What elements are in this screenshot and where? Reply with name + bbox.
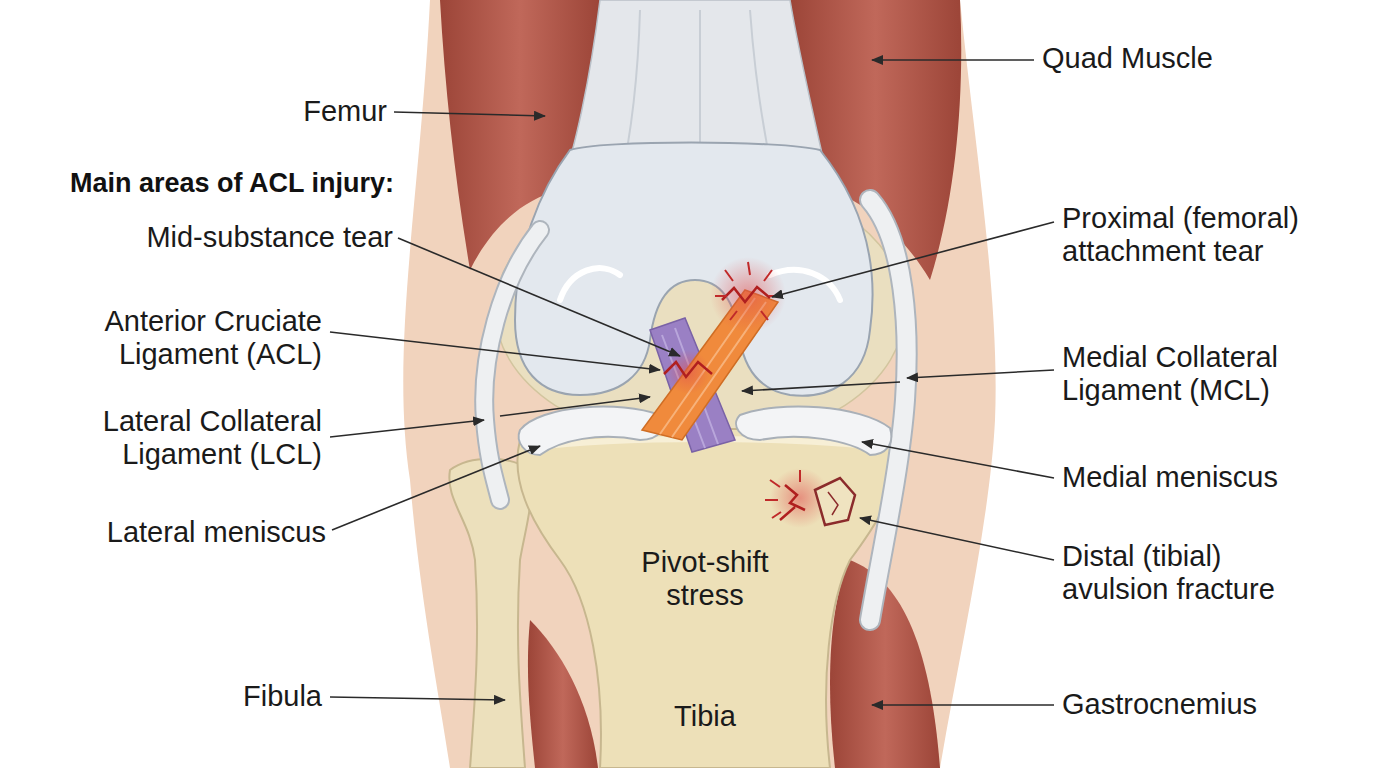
- part-label: Proximal (femoral) attachment tear: [1062, 202, 1362, 268]
- part-label: Quad Muscle: [1042, 42, 1213, 75]
- heading-text: Main areas of ACL injury:: [70, 167, 394, 199]
- leader-lines: [330, 60, 1054, 705]
- part-label: Mid-substance tear: [146, 221, 393, 254]
- part-label: Fibula: [243, 680, 322, 713]
- part-label: Medial Collateral Ligament (MCL): [1062, 341, 1352, 407]
- part-label: Distal (tibial) avulsion fracture: [1062, 540, 1312, 606]
- part-label: Gastrocnemius: [1062, 688, 1257, 721]
- part-label: Pivot-shift stress: [615, 546, 795, 612]
- part-label: Lateral Collateral Ligament (LCL): [52, 405, 322, 471]
- part-label: Femur: [303, 95, 387, 128]
- part-label: Lateral meniscus: [107, 516, 326, 549]
- part-label: Medial meniscus: [1062, 461, 1278, 494]
- part-label: Anterior Cruciate Ligament (ACL): [62, 305, 322, 371]
- part-label: Tibia: [650, 700, 760, 733]
